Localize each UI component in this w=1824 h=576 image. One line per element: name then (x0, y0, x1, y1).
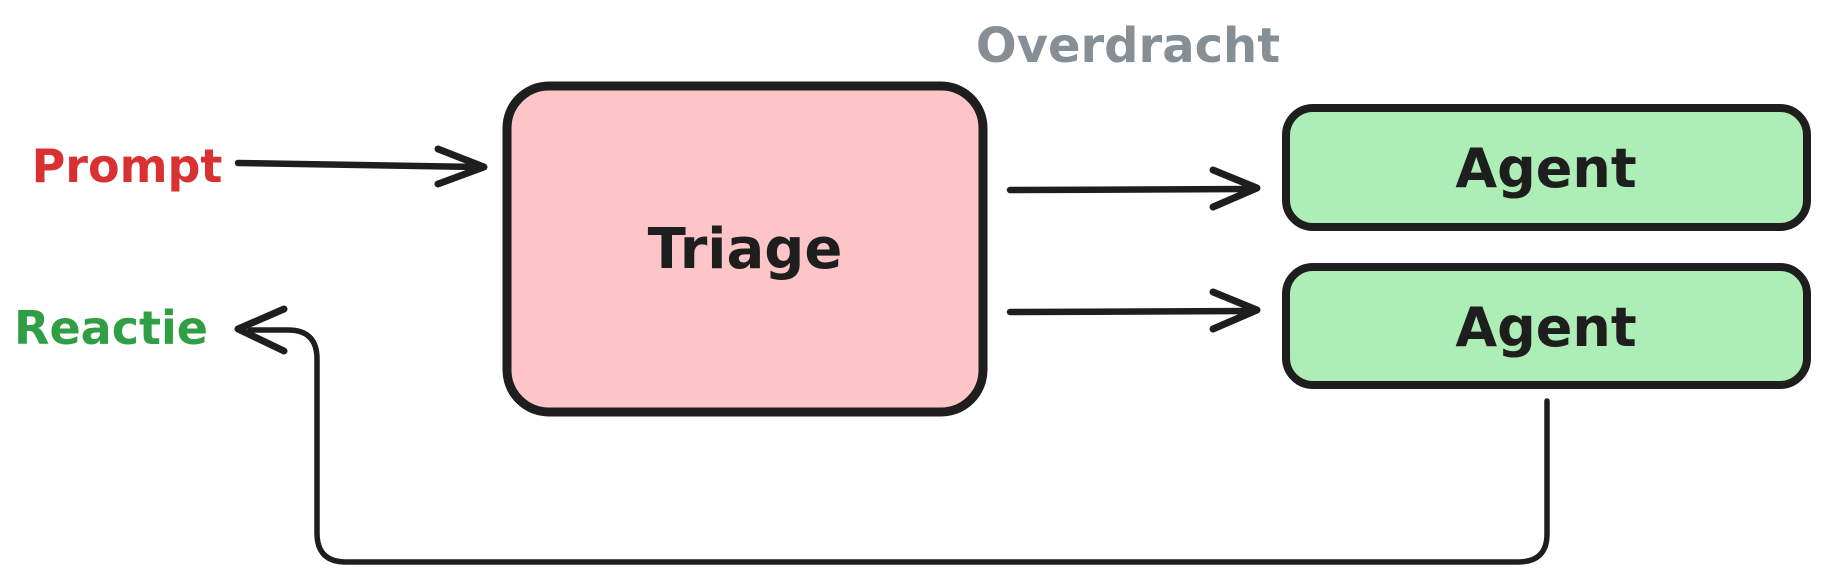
triage-node-label: Triage (648, 217, 843, 282)
triage-to-agent-bottom-arrow (1006, 288, 1261, 333)
agent-top-node-box (1282, 104, 1811, 231)
agent-bottom-node: Agent (1282, 263, 1811, 389)
agent-top-node: Agent (1282, 104, 1811, 231)
arrow-line (1006, 185, 1254, 194)
triage-node: Triage (502, 81, 988, 417)
agent-bottom-node-box (1282, 263, 1811, 389)
arrowhead-right-icon (1209, 166, 1261, 211)
arrow-line (247, 327, 1550, 565)
triage-node-box (502, 81, 988, 417)
arrow-line (234, 159, 481, 171)
arrowhead-right-icon (434, 145, 488, 188)
prompt-to-triage-arrow (234, 145, 488, 188)
arrow-line (1006, 307, 1254, 316)
arrowhead-left-icon (234, 305, 288, 355)
triage-to-agent-top-arrow (1006, 166, 1261, 211)
overdracht-label: Overdracht (976, 18, 1280, 74)
agent-bottom-to-reactie-arrow (234, 305, 1550, 565)
arrowhead-right-icon (1209, 288, 1261, 333)
prompt-label: Prompt (32, 139, 223, 193)
reactie-label: Reactie (14, 301, 208, 355)
agent-top-node-label: Agent (1455, 137, 1636, 200)
agent-bottom-node-label: Agent (1455, 296, 1636, 359)
